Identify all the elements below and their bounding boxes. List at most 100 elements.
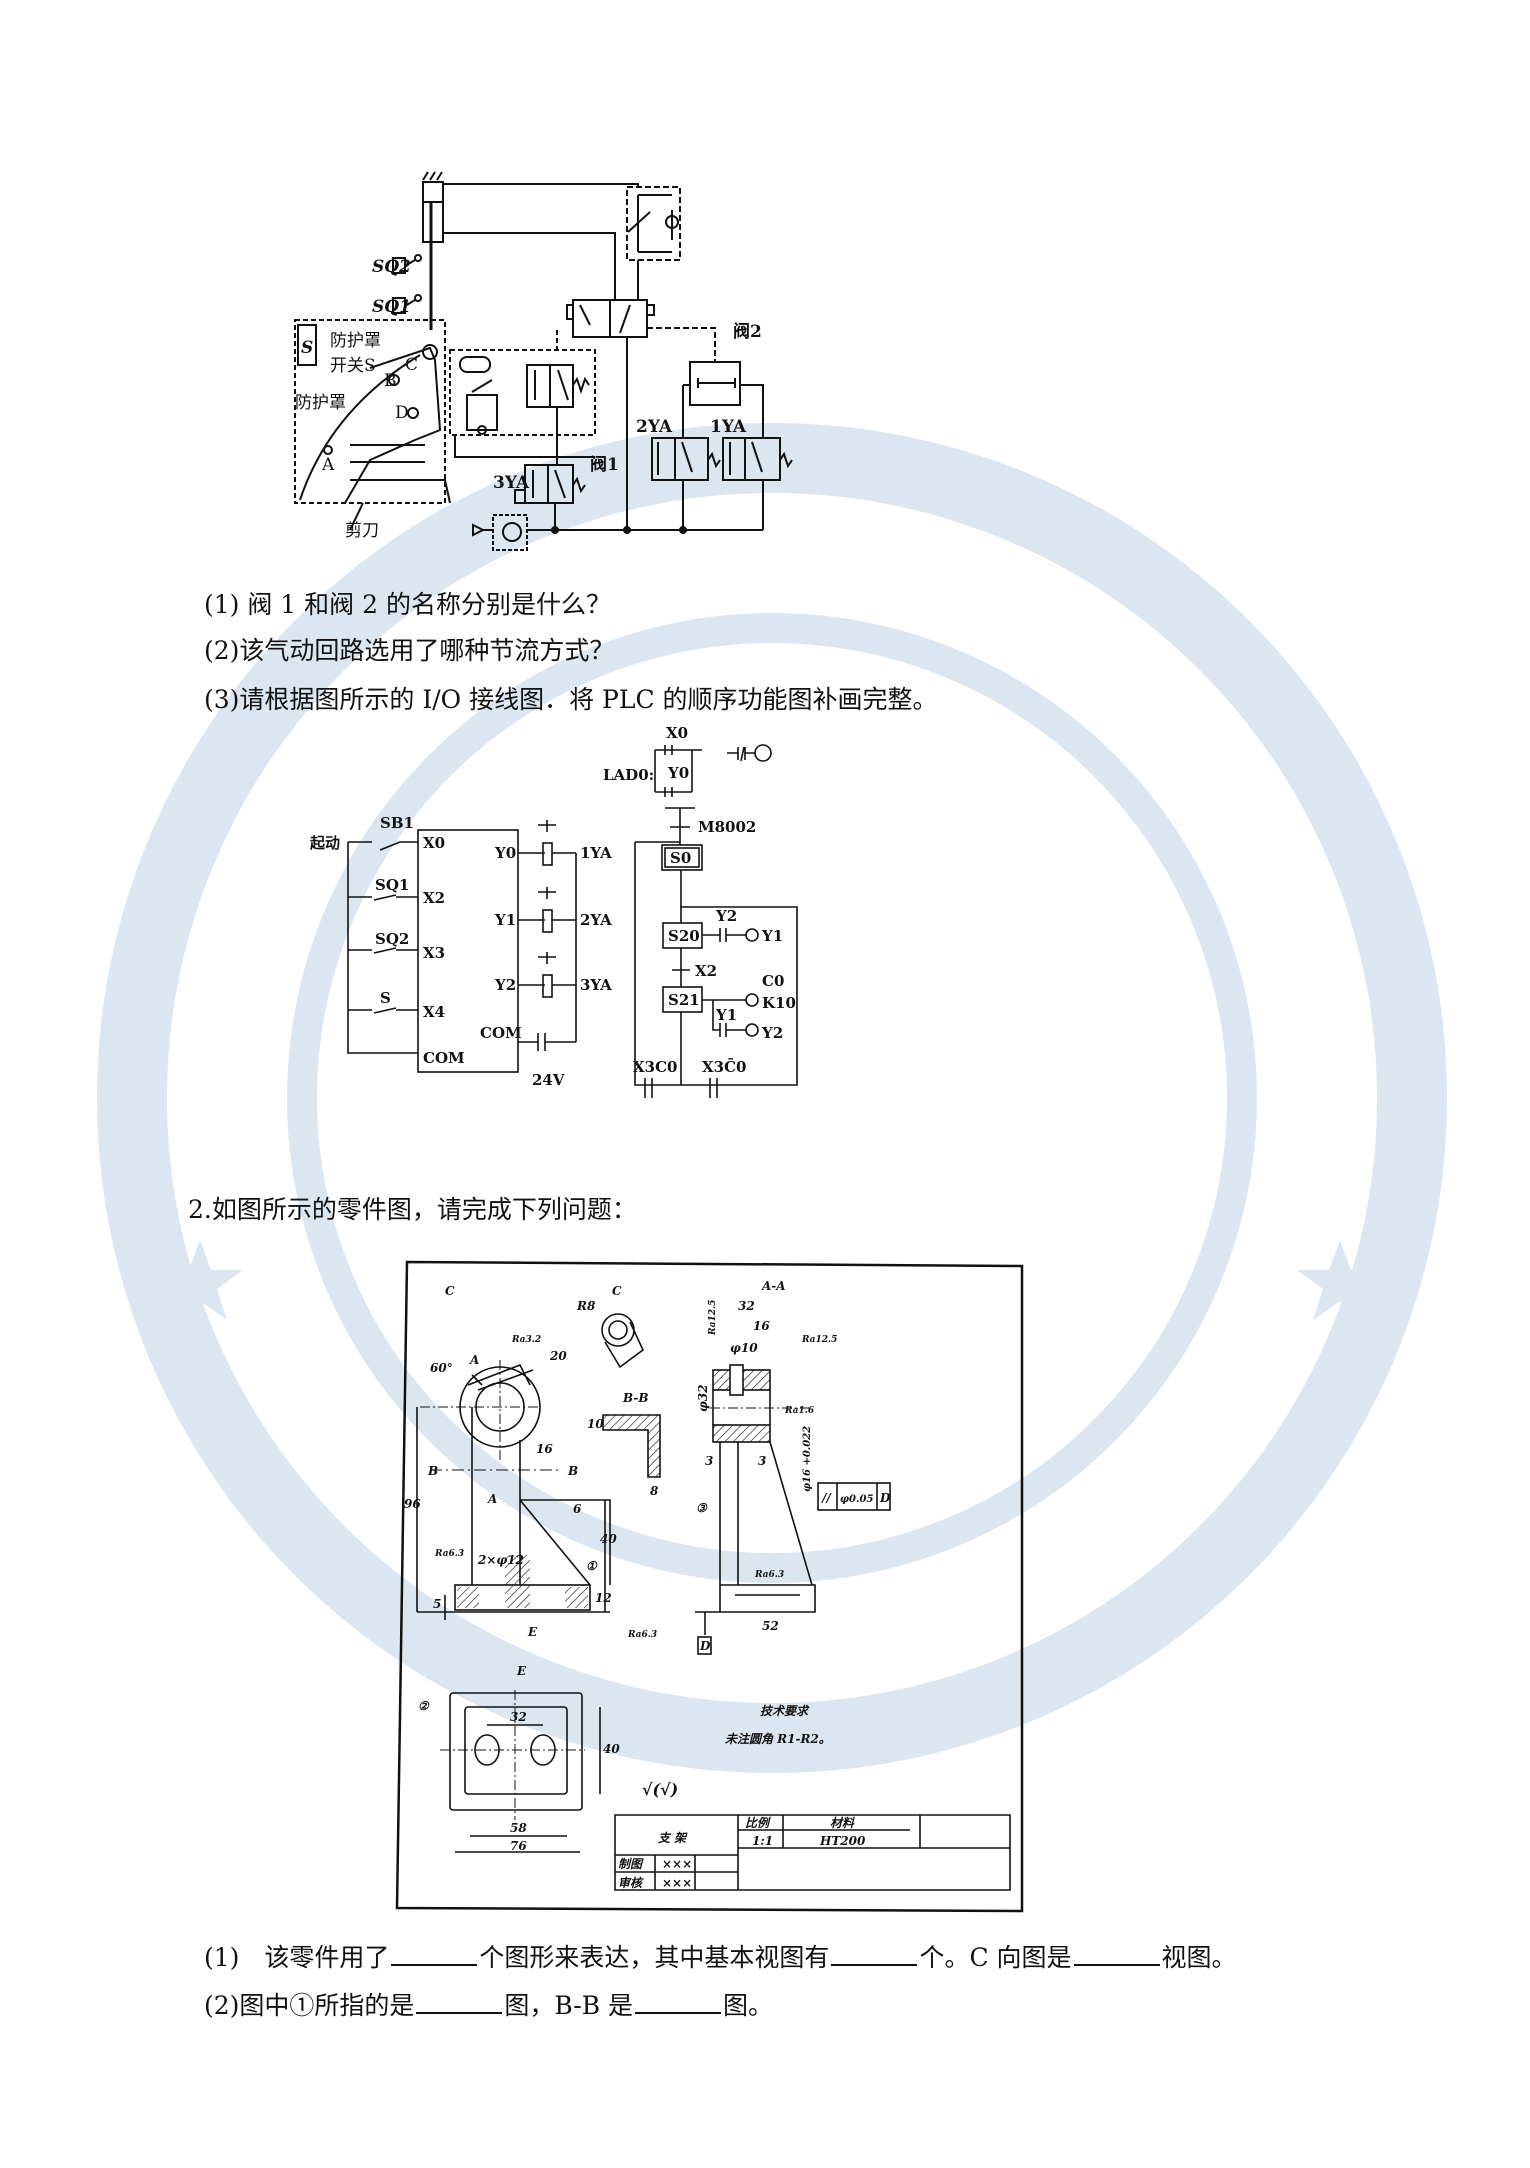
dwg-label: 58 [510,1821,527,1835]
tech-requirements-text: 未注圆角 R1-R2。 [725,1732,831,1746]
star-icon [1297,1240,1383,1320]
dwg-label: φ32 [696,1384,710,1412]
answer-blank[interactable] [416,1990,503,2014]
q-text: 视图。 [1161,1943,1237,1972]
dwg-label: C [612,1284,622,1298]
answer-blank[interactable] [1073,1942,1160,1966]
dwg-label: Ra6.3 [434,1549,464,1559]
material-value: HT200 [819,1834,866,1848]
part-name: 支 架 [658,1831,688,1845]
dwg-label: 8 [650,1484,659,1498]
input-x3: X3 [423,944,445,962]
dwg-label: φ0.05 [840,1494,873,1505]
drawn-by-value: ××× [662,1857,692,1871]
q-text: 个。C 向图是 [919,1943,1072,1972]
dwg-label: 16 [536,1442,553,1456]
valve2 [689,361,741,406]
cylinder [422,181,444,243]
label-start: 起动 [309,834,340,852]
answer-blank[interactable] [391,1942,478,1966]
material-label: 材料 [830,1816,855,1830]
q-text: (2)图中①所指的是 [204,1991,415,2020]
dwg-label: φ16 +0.022 [802,1426,813,1492]
answer-blank[interactable] [831,1942,918,1966]
sfc-x2: X2 [695,962,717,980]
question-2-1: (1) 该零件用了 个图形来表达，其中基本视图有 个。C 向图是 视图。 [204,1942,1237,1973]
dwg-label: 16 [753,1319,770,1333]
step-s0 [661,844,703,871]
question-1-2: (2)该气动回路选用了哪种节流方式？ [204,636,615,665]
tech-requirements-title: 技术要求 [760,1704,810,1718]
label-b: B [384,371,397,391]
dwg-label: 32 [510,1710,527,1724]
input-com: COM [423,1049,465,1067]
label-a: A [321,455,335,475]
plc-box [417,829,519,1073]
label-shear-blade: 剪刀 [345,521,379,541]
label-sb1: SB1 [380,814,414,832]
label-24v: 24V [532,1071,565,1089]
question-2-2: (2)图中①所指的是图，B-B 是图。 [204,1990,773,2021]
sfc-y2-contact: Y2 [715,907,737,925]
dwg-label: Ra1.6 [784,1406,815,1416]
dwg-label: ② [418,1699,430,1713]
guard-box [294,319,446,504]
sfc-y1-coil: Y1 [761,927,783,945]
sfc-s20: S20 [668,927,700,945]
dwg-label: 20 [549,1349,567,1363]
dwg-label: Ra12.5 [708,1300,718,1336]
sfc-x0: X0 [666,724,688,742]
label-guard: 防护罩 [295,393,346,413]
label-3ya: 3YA [580,976,612,994]
label-sq1: SQ1 [375,876,409,894]
q-text: (1) 该零件用了 [204,1943,390,1972]
q-text: 图。 [723,1991,774,2020]
dwg-label: A-A [761,1279,786,1293]
drawn-by-label: 制图 [618,1857,644,1871]
label-3ya: 3YA [493,473,530,493]
dwg-label: Ra6.3 [754,1570,784,1580]
answer-blank[interactable] [635,1990,722,2014]
label-valve1: 阀1 [590,454,619,475]
label-sq1: SQ1 [372,297,411,317]
sfc-m8002: M8002 [698,818,756,836]
dwg-label: B [567,1464,578,1478]
label-2ya: 2YA [636,417,673,437]
valve-2ya [651,437,709,481]
dwg-label: C [445,1284,455,1298]
plc-io-and-sfc-diagram: 起动 SB1 SQ1 SQ2 S X0 X2 X3 X4 COM Y0 Y1 Y… [309,724,798,1098]
sfc-s21: S21 [668,991,700,1009]
input-x4: X4 [423,1003,445,1021]
label-valve2: 阀2 [733,321,762,342]
label-sq2: SQ2 [372,257,411,277]
valve-1ya [722,437,781,481]
label-guard-switch: 防护罩 [330,331,381,351]
dwg-label: A [487,1492,497,1506]
q-text: 个图形来表达，其中基本视图有 [479,1943,830,1972]
roughness-symbol: √(√) [642,1780,678,1799]
sfc-y2-coil: Y2 [761,1024,783,1042]
label-2ya: 2YA [580,911,612,929]
section-2-title: 2.如图所示的零件图，请完成下列问题： [188,1195,637,1224]
sfc-x3c0-not: X3C̄0 [702,1057,746,1076]
dwg-label: 52 [762,1619,779,1633]
sfc-y1-contact: Y1 [715,1006,737,1024]
label-d: D [395,403,409,423]
dwg-label: Ra6.3 [627,1630,657,1640]
input-x0: X0 [423,834,445,852]
dwg-label: B-B [622,1391,649,1405]
label-switch-s: 开关S [330,356,376,376]
dwg-label: Ra12.5 [801,1335,837,1345]
sfc-c0: C0 [762,972,784,990]
label-1ya: 1YA [580,844,612,862]
checked-by-value: ××× [662,1876,692,1890]
output-y0: Y0 [494,844,516,862]
dwg-label: E [516,1664,527,1678]
dwg-label: 5 [433,1597,441,1611]
sfc-k10: K10 [762,994,796,1012]
label-s: S [301,338,313,358]
label-sq2: SQ2 [375,930,409,948]
dwg-label: 96 [404,1497,421,1511]
dwg-label: R8 [576,1299,596,1313]
